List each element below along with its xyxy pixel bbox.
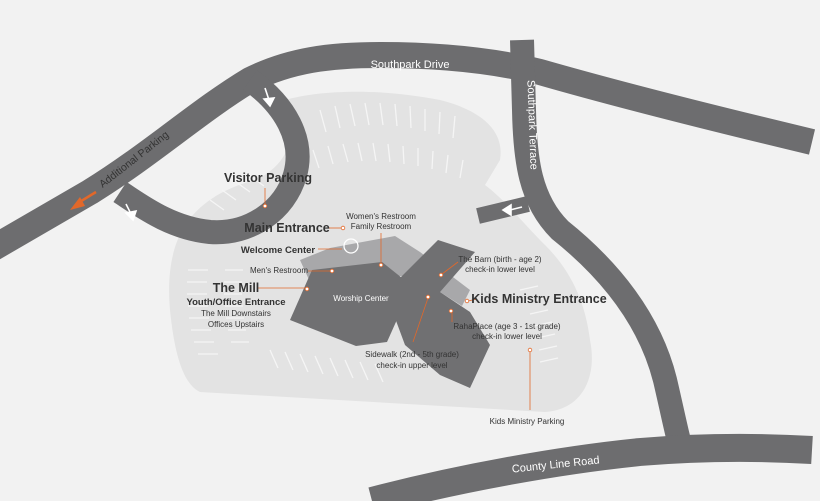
entry-arrow-icon [501,203,523,217]
southpark-terrace-label: Southpark Terrace [524,80,539,170]
entry-arrow-icon [262,87,276,108]
welcome-center-label: Welcome Center [241,245,316,256]
mens-restroom-label: Men's Restroom [250,266,308,275]
the-mill-label: The Mill [213,281,260,295]
the-barn-checkin-label: check-in lower level [465,265,535,274]
rahaplace-label: RahaPlace (age 3 - 1st grade) [453,322,561,331]
entry-arrow-icon [124,203,138,222]
leader-lines [258,188,531,410]
additional-parking-label: Additional Parking [97,129,171,191]
sidewalk-label: Sidewalk (2nd - 5th grade) [365,350,459,359]
worship-center-building [290,262,412,346]
womens-restroom-label: Women's Restroom [346,212,416,221]
visitor-parking-label: Visitor Parking [224,171,312,185]
rahaplace-checkin-label: check-in lower level [472,332,542,341]
main-entrance-label: Main Entrance [244,221,329,235]
mill-downstairs-label: The Mill Downstairs [201,309,271,318]
leader-dots [262,203,533,353]
kids-ministry-parking-label: Kids Ministry Parking [490,417,565,426]
offices-upstairs-label: Offices Upstairs [208,320,264,329]
family-restroom-label: Family Restroom [351,222,412,231]
direction-arrows [124,87,523,222]
kids-ministry-entrance-label: Kids Ministry Entrance [471,292,606,306]
additional-parking-arrow-icon [70,190,97,210]
southpark-drive-road [0,41,816,260]
southpark-drive-label: Southpark Drive [371,59,450,71]
county-line-road [368,433,813,501]
buildings [290,240,490,388]
youth-office-entrance-label: Youth/Office Entrance [186,297,285,308]
southpark-terrace-road [510,39,692,449]
the-barn-label: The Barn (birth - age 2) [458,255,541,264]
entry-loop-road [113,70,310,245]
kids-wing-building [395,240,490,388]
welcome-center-marker [343,238,359,254]
worship-center-label: Worship Center [333,294,389,303]
sidewalk-checkin-label: check-in upper level [376,361,447,370]
roads [0,39,816,501]
